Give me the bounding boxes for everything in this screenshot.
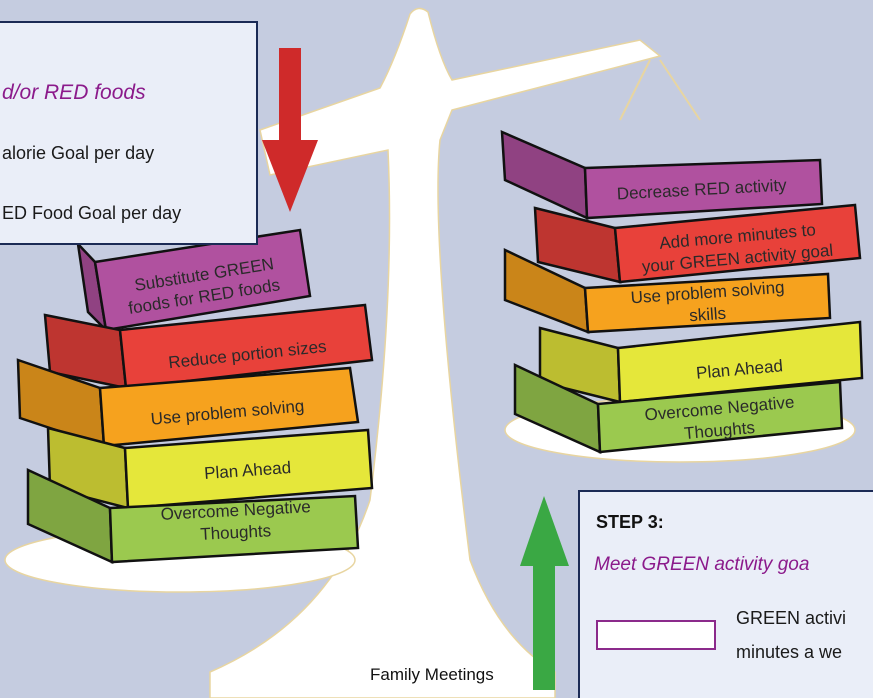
step3-panel: STEP 3: Meet GREEN activity goa GREEN ac…: [578, 490, 873, 698]
step3-line-1: GREEN activi: [736, 608, 847, 628]
book-2: Reduce portion sizes: [43, 303, 374, 390]
book-front: [123, 428, 374, 510]
step3-line-2: minutes a we: [736, 642, 843, 662]
left-panel-heading: d/or RED foods: [2, 81, 146, 104]
step3-title: STEP 3:: [596, 512, 664, 532]
book-front: [613, 203, 862, 284]
calorie-goal-label: alorie Goal per day: [2, 143, 155, 163]
book-front: [616, 320, 864, 404]
book-front: [98, 366, 360, 448]
down-arrow: [262, 48, 318, 212]
book-side: [500, 130, 589, 220]
red-food-goal-label: ED Food Goal per day: [2, 203, 182, 223]
book-1: Decrease RED activity: [500, 130, 824, 220]
up-arrow: [520, 496, 569, 690]
book-front: [583, 272, 832, 334]
book-front: [118, 303, 374, 390]
left-goal-panel: d/or RED foods alorie Goal per day ED Fo…: [0, 21, 258, 245]
book-4: Plan Ahead: [46, 426, 374, 510]
book-3: Use problem solving: [16, 358, 360, 448]
green-activity-input[interactable]: [596, 620, 716, 650]
step3-heading: Meet GREEN activity goa: [594, 554, 810, 575]
family-meetings-caption: Family Meetings: [370, 665, 494, 684]
book-label: skills: [689, 304, 727, 326]
book-label: Thoughts: [200, 521, 272, 544]
book-front: [596, 380, 844, 454]
book-4: Plan Ahead: [538, 320, 864, 404]
book-front: [108, 494, 360, 564]
book-front: [583, 158, 824, 220]
